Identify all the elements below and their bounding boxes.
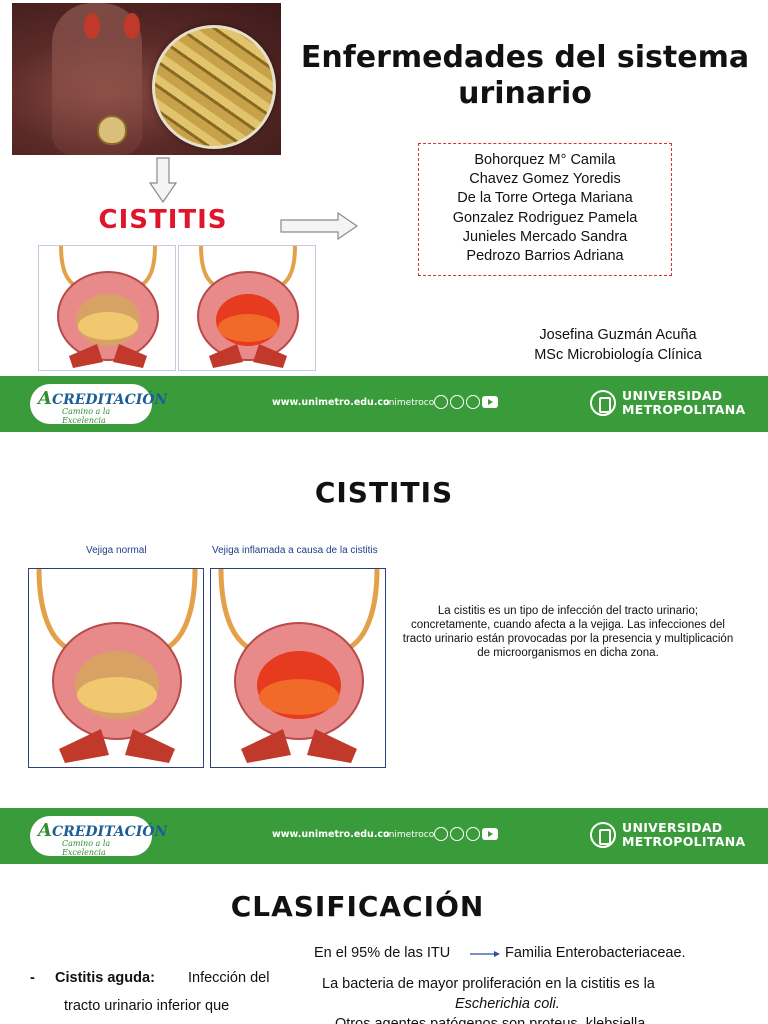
accreditation-word: CREDITACIÓN — [51, 392, 168, 408]
cistitis-slide: CISTITIS Vejiga normal Vejiga inflamada … — [0, 432, 768, 864]
caption-normal: Vejiga normal — [86, 545, 147, 556]
bladder-normal-panel — [28, 568, 204, 768]
instagram-icon[interactable] — [450, 827, 464, 841]
university-emblem-icon — [590, 822, 616, 848]
accreditation-subtitle: Camino a la Excelencia — [62, 839, 111, 857]
social-handle: unimetroco — [383, 830, 435, 840]
bladder-mini — [97, 115, 127, 145]
bacteria-magnified — [152, 25, 276, 149]
aguda-label: Cistitis aguda: — [55, 970, 155, 986]
cistitis-label: CISTITIS — [98, 205, 228, 235]
author-name: Gonzalez Rodriguez Pamela — [452, 209, 638, 226]
accreditation-logo: ACREDITACIÓN Camino a la Excelencia — [30, 384, 167, 425]
aguda-text: Infección del — [188, 970, 270, 986]
bladder-normal-large-icon — [36, 569, 198, 763]
itu-prefix: En el 95% de las ITU — [314, 945, 451, 961]
accreditation-word: CREDITACIÓN — [51, 824, 168, 840]
bacteria-line: La bacteria de mayor proliferación en la… — [322, 976, 655, 992]
bladder-normal-icon — [57, 246, 159, 368]
author-name: Chavez Gomez Yoredis — [469, 171, 621, 188]
university-name: UNIVERSIDAD METROPOLITANA — [622, 821, 745, 849]
slide-title: CLASIFICACIÓN — [230, 890, 485, 923]
university-line1: UNIVERSIDAD — [622, 388, 723, 403]
other-agents-line: Otros agentes patógenos son proteus, kle… — [335, 1016, 646, 1024]
facebook-icon[interactable] — [466, 395, 480, 409]
professor-degree: MSc Microbiología Clínica — [534, 347, 702, 363]
left-kidney — [84, 13, 100, 39]
footer-band: ACREDITACIÓN Camino a la Excelencia www.… — [0, 808, 768, 864]
itu-family: Familia Enterobacteriaceae. — [505, 945, 686, 961]
caption-inflamed: Vejiga inflamada a causa de la cistitis — [212, 545, 378, 556]
university-line2: METROPOLITANA — [622, 834, 746, 849]
bladder-inflamed-panel-small — [178, 245, 316, 371]
professor-name: Josefina Guzmán Acuña — [539, 327, 697, 343]
author-name: Bohorquez M° Camila — [474, 152, 616, 168]
facebook-icon[interactable] — [466, 827, 480, 841]
presentation-title: Enfermedades del sistema urinario — [300, 40, 750, 111]
youtube-icon[interactable] — [482, 828, 498, 840]
university-name: UNIVERSIDAD METROPOLITANA — [622, 389, 745, 417]
bladder-inflamed-large-icon — [218, 569, 380, 763]
accreditation-initial: A — [38, 388, 52, 409]
bacteria-name: Escherichia coli. — [455, 996, 560, 1012]
youtube-icon[interactable] — [482, 396, 498, 408]
author-name: De la Torre Ortega Mariana — [457, 190, 633, 207]
cistitis-description: La cistitis es un tipo de infección del … — [402, 605, 734, 659]
urinary-system-illustration — [12, 3, 281, 155]
accreditation-subtitle: Camino a la Excelencia — [62, 407, 111, 425]
university-line2: METROPOLITANA — [622, 402, 746, 417]
website-link[interactable]: www.unimetro.edu.co — [272, 829, 390, 840]
footer-band: ACREDITACIÓN Camino a la Excelencia www.… — [0, 376, 768, 432]
clasificacion-slide: CLASIFICACIÓN En el 95% de las ITU Famil… — [0, 864, 768, 1024]
bullet-dash: - — [30, 970, 35, 986]
authors-box: Bohorquez M° Camila Chavez Gomez Yoredis… — [418, 143, 672, 276]
slide-title: CISTITIS — [314, 476, 454, 509]
professor-info: Josefina Guzmán Acuña MSc Microbiología … — [500, 325, 736, 365]
instagram-icon[interactable] — [450, 395, 464, 409]
twitter-icon[interactable] — [434, 395, 448, 409]
bladder-normal-panel-small — [38, 245, 176, 371]
twitter-icon[interactable] — [434, 827, 448, 841]
aguda-text-2: tracto urinario inferior que — [64, 998, 230, 1014]
right-kidney — [124, 13, 140, 39]
arrow-down-icon — [149, 157, 177, 203]
arrow-right-icon — [280, 212, 358, 240]
bladder-inflamed-icon — [197, 246, 299, 368]
university-emblem-icon — [590, 390, 616, 416]
accreditation-logo: ACREDITACIÓN Camino a la Excelencia — [30, 816, 167, 857]
social-handle: unimetroco — [383, 398, 435, 408]
arrow-right-icon — [470, 951, 500, 957]
university-line1: UNIVERSIDAD — [622, 820, 723, 835]
accreditation-initial: A — [38, 820, 52, 841]
author-name: Pedrozo Barrios Adriana — [466, 248, 624, 265]
website-link[interactable]: www.unimetro.edu.co — [272, 397, 390, 408]
bladder-inflamed-panel — [210, 568, 386, 768]
author-name: Junieles Mercado Sandra — [462, 228, 628, 245]
title-slide: Enfermedades del sistema urinario CISTIT… — [0, 0, 768, 432]
